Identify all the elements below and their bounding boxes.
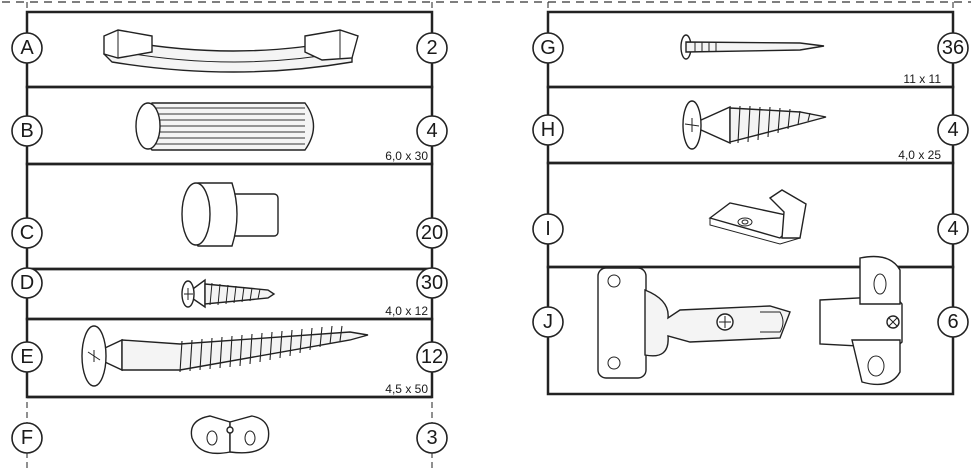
dowel-part-image (135, 102, 315, 151)
shelf-clip-part-image (708, 189, 807, 245)
left-letter-labels: A B C D E F (11, 32, 43, 454)
part-quantity: 20 (421, 222, 443, 244)
part-letter: D (20, 272, 34, 294)
part-size: 6,0 x 30 (385, 149, 428, 163)
shelf-pin-part-image (181, 182, 279, 247)
part-quantity: 3 (426, 427, 437, 449)
part-letter: C (20, 222, 34, 244)
part-letter: E (20, 346, 33, 368)
right-quantity-labels: 36 4 4 6 (937, 32, 969, 338)
part-letter: I (545, 218, 551, 240)
part-quantity: 12 (421, 346, 443, 368)
right-size-labels: 11 x 11 4,0 x 25 (898, 72, 941, 162)
part-letter: B (20, 120, 33, 142)
part-quantity: 2 (426, 37, 437, 59)
part-size: 4,0 x 25 (898, 148, 941, 162)
part-size: 4,0 x 12 (385, 304, 428, 318)
part-quantity: 36 (942, 37, 964, 59)
part-letter: A (20, 37, 34, 59)
nail-part-image (680, 34, 825, 60)
long-screw-part-image (81, 325, 369, 387)
hinge-part-image (597, 255, 903, 386)
part-quantity: 4 (426, 120, 437, 142)
part-size: 11 x 11 (903, 72, 941, 86)
right-letter-labels: G H I J (532, 32, 564, 338)
row-a (25, 10, 434, 89)
part-quantity: 6 (947, 311, 958, 333)
handle-part-image (103, 29, 359, 73)
part-letter: G (540, 37, 556, 59)
short-screw-part-image (181, 278, 276, 309)
wood-screw-part-image (682, 100, 827, 150)
part-quantity: 4 (947, 218, 958, 240)
part-size: 4,5 x 50 (385, 382, 428, 396)
angle-bracket-part-image (190, 415, 270, 455)
part-letter: H (541, 119, 555, 141)
part-letter: J (543, 311, 553, 333)
part-quantity: 30 (421, 272, 443, 294)
left-size-labels: 6,0 x 30 4,0 x 12 4,5 x 50 (385, 149, 428, 396)
part-quantity: 4 (947, 119, 958, 141)
left-quantity-labels: 2 4 20 30 12 3 (416, 32, 448, 454)
part-letter: F (21, 427, 33, 449)
